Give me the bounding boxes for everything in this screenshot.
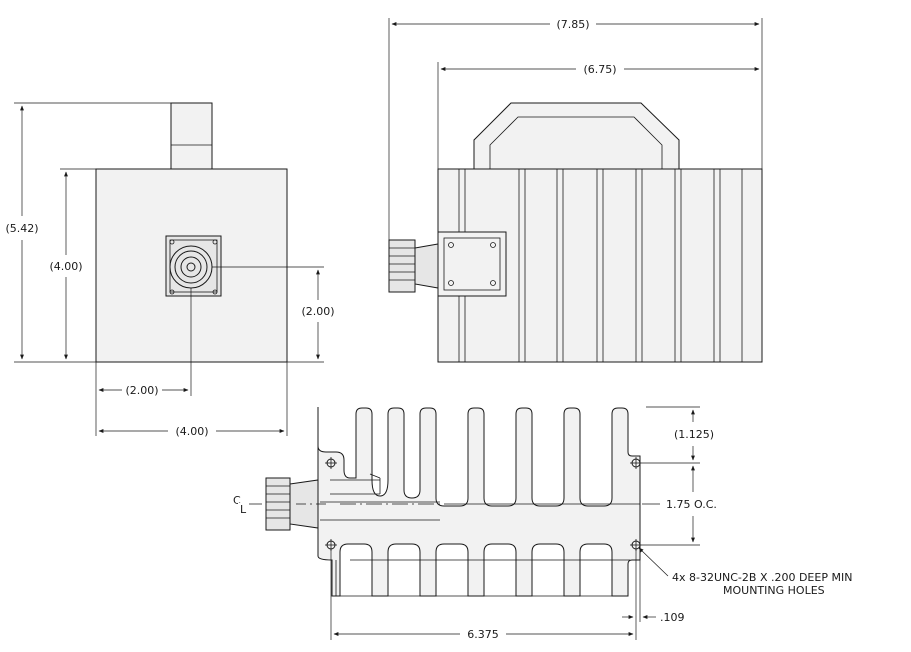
side-connector — [388, 231, 507, 297]
dim-label-body-width: (4.00) — [175, 425, 208, 438]
dim-side-body-length: (6.75) — [437, 62, 760, 169]
centerline: C L — [231, 494, 440, 516]
centerline-symbol: C — [233, 494, 241, 507]
fin-inner-lines — [320, 473, 640, 597]
centerline-subscript: L — [240, 503, 247, 516]
front-connector — [165, 235, 222, 297]
dim-label-overall-length: (7.85) — [556, 18, 589, 31]
front-handle — [170, 102, 213, 170]
hole-callout-line1: 4x 8-32UNC-2B X .200 DEEP MIN — [672, 571, 852, 584]
dim-label-connector-offset: (2.00) — [125, 384, 158, 397]
dim-label-hole-edge-offset: (1.125) — [674, 428, 714, 441]
front-view: (5.42) (4.00) (2.00) (2.00) — [3, 102, 337, 438]
dim-hole-spacing: 1.75 O.C. — [642, 465, 719, 546]
hole-callout: 4x 8-32UNC-2B X .200 DEEP MIN MOUNTING H… — [638, 547, 855, 597]
bottom-view: C L (1.125) 1.75 O.C. 4x 8-32UNC-2B X .2… — [231, 406, 855, 641]
side-handle — [473, 102, 680, 170]
dim-front-body-width: (4.00) — [98, 362, 288, 438]
dim-label-body-height: (4.00) — [49, 260, 82, 273]
dim-label-hole-spacing: 1.75 O.C. — [666, 498, 717, 511]
dim-side-overall-length: (7.85) — [388, 18, 763, 240]
dim-front-body-height: (4.00) — [47, 168, 96, 360]
side-view: (7.85) (6.75) — [388, 18, 763, 363]
dim-label-body-length: (6.75) — [583, 63, 616, 76]
fin-outline — [317, 407, 641, 597]
dim-front-total-height: (5.42) — [3, 102, 171, 363]
dim-front-connector-offset: (2.00) — [95, 288, 192, 436]
side-fin-lines — [458, 169, 743, 362]
dim-hole-edge-offset: (1.125) — [642, 406, 717, 464]
dim-front-connector-height: (2.00) — [212, 266, 337, 363]
mounting-holes — [325, 457, 642, 551]
dim-hole-pitch-length: 6.375 — [330, 549, 637, 641]
dim-hole-end-offset: .109 — [622, 560, 687, 624]
dim-label-hole-end-offset: .109 — [660, 611, 685, 624]
hole-callout-line2: MOUNTING HOLES — [723, 584, 825, 597]
dim-label-connector-height: (2.00) — [301, 305, 334, 318]
dim-label-total-height: (5.42) — [5, 222, 38, 235]
dim-label-hole-pitch-length: 6.375 — [467, 628, 499, 641]
